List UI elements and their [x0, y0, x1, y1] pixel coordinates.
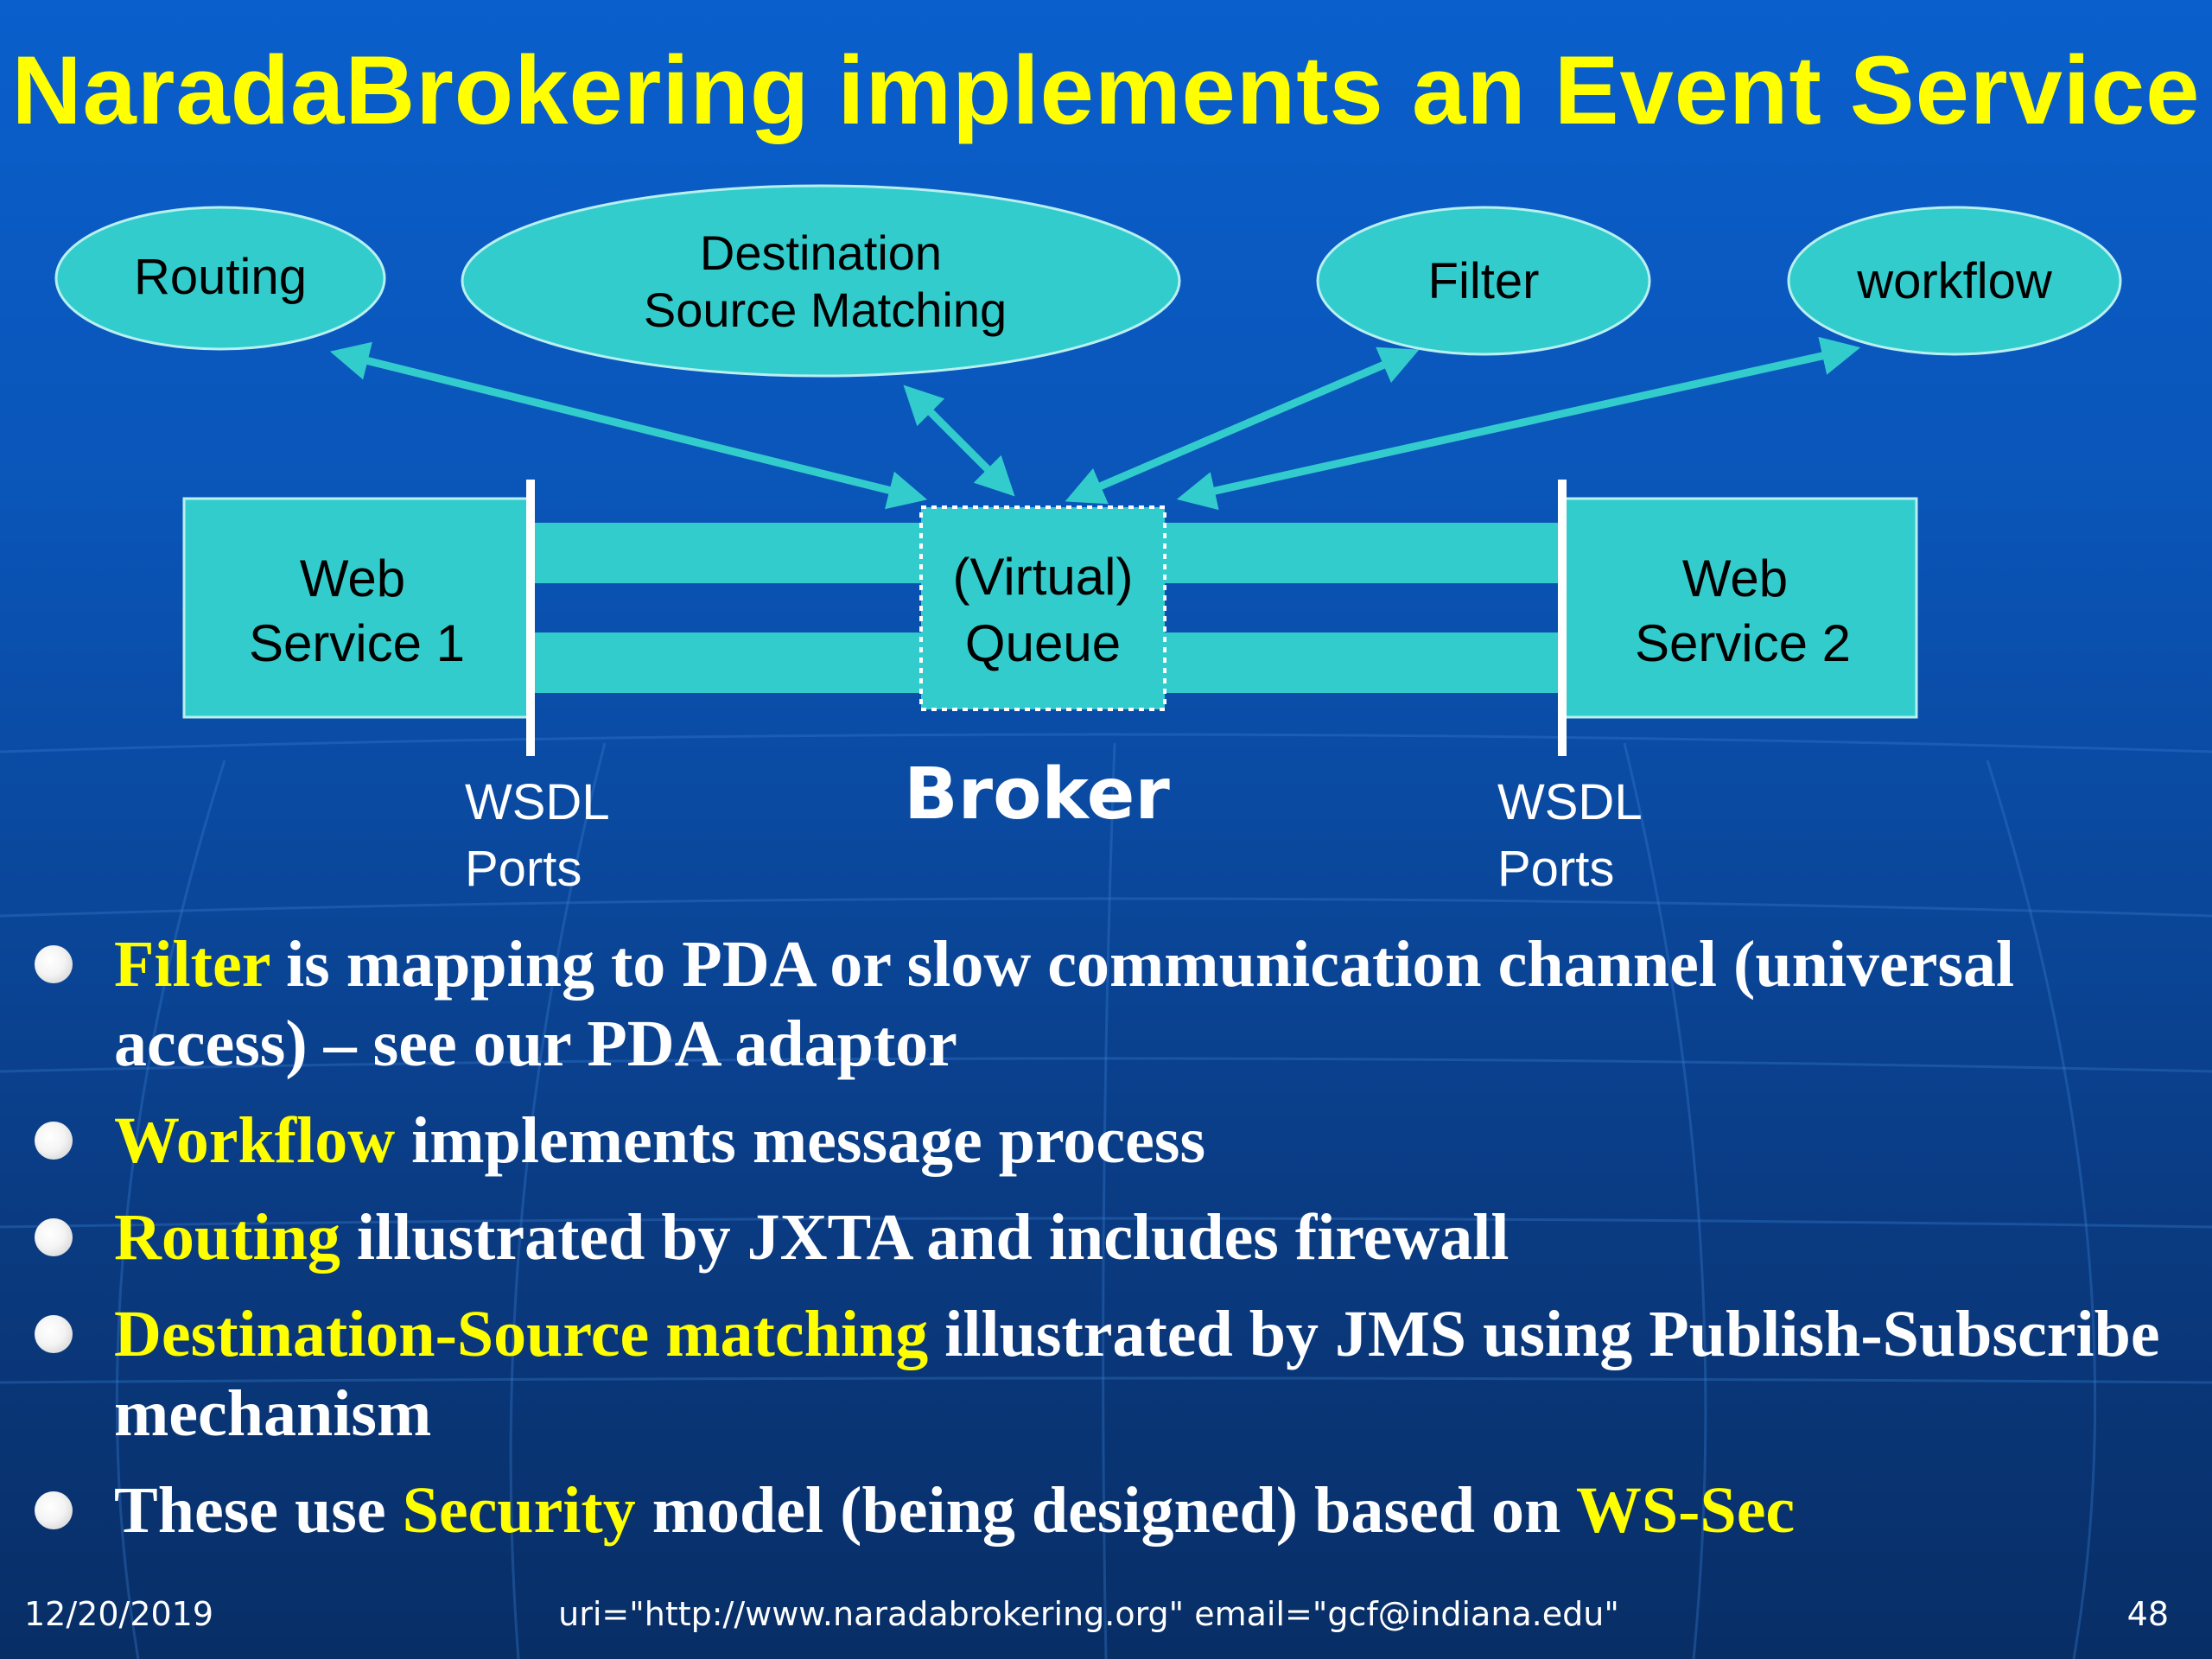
footer-page-number: 48 — [2126, 1595, 2169, 1633]
bullet-dot — [35, 1122, 73, 1160]
destination-source-ellipse: Destination Source Matching — [461, 184, 1181, 378]
bullet-middle: model (being designed) based on — [635, 1474, 1576, 1547]
bullet-highlight: Security — [402, 1474, 636, 1547]
bullet-dot — [35, 945, 73, 983]
filter-ellipse: Filter — [1316, 206, 1651, 356]
destination-arrow — [903, 385, 1015, 497]
bullet-highlight: Filter — [114, 928, 270, 1001]
web-service-1-box: Web Service 1 — [182, 497, 531, 719]
wsdl-right-line1: WSDL — [1497, 774, 1643, 830]
bullet-text: illustrated by JXTA and includes firewal… — [340, 1201, 1510, 1274]
slide-title: NaradaBrokering implements an Event Serv… — [11, 36, 2201, 144]
wsdl-left-line2: Ports — [465, 841, 582, 897]
filter-label: Filter — [1428, 253, 1540, 309]
bullet-item-destination-source: Destination-Source matching illustrated … — [26, 1294, 2169, 1453]
routing-arrow — [329, 341, 928, 510]
bullet-dot — [35, 1218, 73, 1256]
queue-line1: (Virtual) — [953, 548, 1134, 606]
bullet-highlight: Workflow — [114, 1104, 396, 1177]
bullet-highlight: Destination-Source matching — [114, 1298, 929, 1370]
bullet-prefix: These use — [114, 1474, 403, 1547]
footer-uri: uri="http://www.naradabrokering.org" ema… — [558, 1595, 1619, 1633]
routing-ellipse: Routing — [54, 206, 386, 351]
bullet-dot — [35, 1315, 73, 1353]
broker-label: Broker — [904, 753, 1170, 836]
bullet-text: illustrated by JMS using Publish-Subscri… — [114, 1298, 2160, 1450]
bullet-text: implements message process — [395, 1104, 1206, 1177]
filter-arrow — [1065, 346, 1420, 505]
queue-line2: Queue — [965, 614, 1121, 672]
wsdl-left-line1: WSDL — [465, 774, 610, 830]
bullet-item-workflow: Workflow implements message process — [26, 1101, 2169, 1180]
web-service-1-line1: Web — [300, 550, 405, 607]
routing-label: Routing — [134, 249, 307, 305]
workflow-label: workflow — [1856, 253, 2053, 309]
bullet-item-security: These use Security model (being designed… — [26, 1471, 2169, 1550]
workflow-arrow — [1176, 336, 1861, 511]
bullet-item-filter: Filter is mapping to PDA or slow communi… — [26, 925, 2169, 1084]
source-matching-label: Source Matching — [644, 283, 1007, 337]
web-service-2-line2: Service 2 — [1635, 614, 1851, 672]
bullet-text: is mapping to PDA or slow communication … — [114, 928, 2015, 1080]
web-service-2-line1: Web — [1682, 550, 1788, 607]
bullet-list: Filter is mapping to PDA or slow communi… — [26, 925, 2169, 1567]
bullet-highlight: Routing — [114, 1201, 340, 1274]
web-service-2-box: Web Service 2 — [1560, 497, 1918, 719]
broker-diagram: Routing Destination Source Matching Filt… — [54, 184, 2122, 897]
web-service-1-line2: Service 1 — [249, 614, 465, 672]
destination-label: Destination — [700, 226, 942, 280]
wsdl-right-line2: Ports — [1497, 841, 1614, 897]
footer-date: 12/20/2019 — [24, 1595, 214, 1633]
bullet-item-routing: Routing illustrated by JXTA and includes… — [26, 1198, 2169, 1277]
bullet-highlight-2: WS-Sec — [1575, 1474, 1796, 1547]
virtual-queue-box: (Virtual) Queue — [919, 505, 1166, 711]
workflow-ellipse: workflow — [1787, 206, 2122, 356]
bullet-dot — [35, 1491, 73, 1529]
